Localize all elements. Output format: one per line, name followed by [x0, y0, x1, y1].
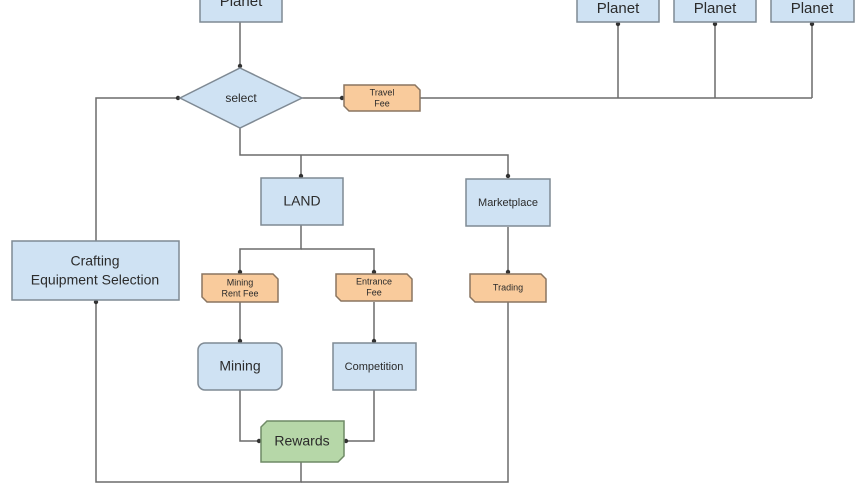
- arrowhead: [339, 95, 345, 101]
- node-planet-2[interactable]: Planet: [673, 0, 757, 23]
- node-label: Competition: [345, 361, 404, 373]
- arrowhead: [237, 338, 243, 344]
- node-mining-rent-fee[interactable]: Mining Rent Fee: [201, 273, 279, 303]
- node-crafting-equipment-selection[interactable]: Crafting Equipment Selection: [11, 240, 180, 301]
- node-marketplace[interactable]: Marketplace: [465, 178, 551, 227]
- node-rewards[interactable]: Rewards: [260, 420, 345, 463]
- node-label: Marketplace: [478, 197, 538, 209]
- arrowhead: [237, 63, 243, 69]
- arrowhead: [343, 438, 349, 444]
- arrowhead: [237, 269, 243, 275]
- node-label-line2: Fee: [366, 287, 382, 297]
- edge-mining-to-rewards: [239, 390, 261, 442]
- node-select-decision[interactable]: select: [178, 67, 304, 129]
- arrowhead: [809, 21, 815, 27]
- node-planet-top[interactable]: Planet: [199, 0, 283, 23]
- node-competition[interactable]: Competition: [332, 342, 417, 391]
- edge-select-branch: [239, 128, 509, 178]
- edge-land-to-entrance-fee: [301, 248, 375, 274]
- node-label: Mining: [219, 358, 260, 374]
- node-label: Planet: [220, 0, 263, 10]
- arrowhead: [371, 269, 377, 275]
- node-land[interactable]: LAND: [260, 177, 344, 226]
- arrowhead: [175, 95, 181, 101]
- node-label-line1: Crafting: [70, 253, 119, 269]
- node-label-line1: Travel: [370, 87, 395, 97]
- arrowhead: [505, 173, 511, 179]
- node-label: Planet: [694, 0, 737, 17]
- node-label: Rewards: [274, 433, 329, 449]
- node-label: select: [225, 91, 257, 105]
- node-label: Planet: [791, 0, 834, 17]
- node-planet-3[interactable]: Planet: [770, 0, 855, 23]
- node-trading[interactable]: Trading: [469, 273, 547, 303]
- edge-trading-to-crafting: [301, 302, 509, 483]
- node-travel-fee[interactable]: Travel Fee: [343, 84, 421, 112]
- arrowhead: [256, 438, 262, 444]
- node-label: LAND: [283, 193, 320, 209]
- node-planet-1[interactable]: Planet: [576, 0, 660, 23]
- arrowhead: [298, 173, 304, 179]
- node-label: Trading: [493, 282, 523, 292]
- arrowhead: [371, 338, 377, 344]
- edge-land-branch: [239, 225, 302, 274]
- arrowhead: [93, 299, 99, 305]
- node-label-line1: Mining: [227, 277, 254, 287]
- node-label: Planet: [597, 0, 640, 17]
- node-label-line2: Equipment Selection: [31, 272, 159, 288]
- edge-competition-to-rewards: [344, 390, 375, 442]
- edge-rewards-to-crafting: [95, 300, 302, 483]
- edges: [95, 22, 813, 483]
- arrowhead: [712, 21, 718, 27]
- node-mining[interactable]: Mining: [197, 342, 283, 391]
- arrowhead: [615, 21, 621, 27]
- node-entrance-fee[interactable]: Entrance Fee: [335, 273, 413, 302]
- arrowhead: [505, 269, 511, 275]
- node-label-line1: Entrance: [356, 276, 392, 286]
- edge-crafting-to-select: [95, 97, 180, 241]
- node-label-line2: Fee: [374, 98, 390, 108]
- node-label-line2: Rent Fee: [221, 288, 258, 298]
- arrowheads: [93, 21, 815, 444]
